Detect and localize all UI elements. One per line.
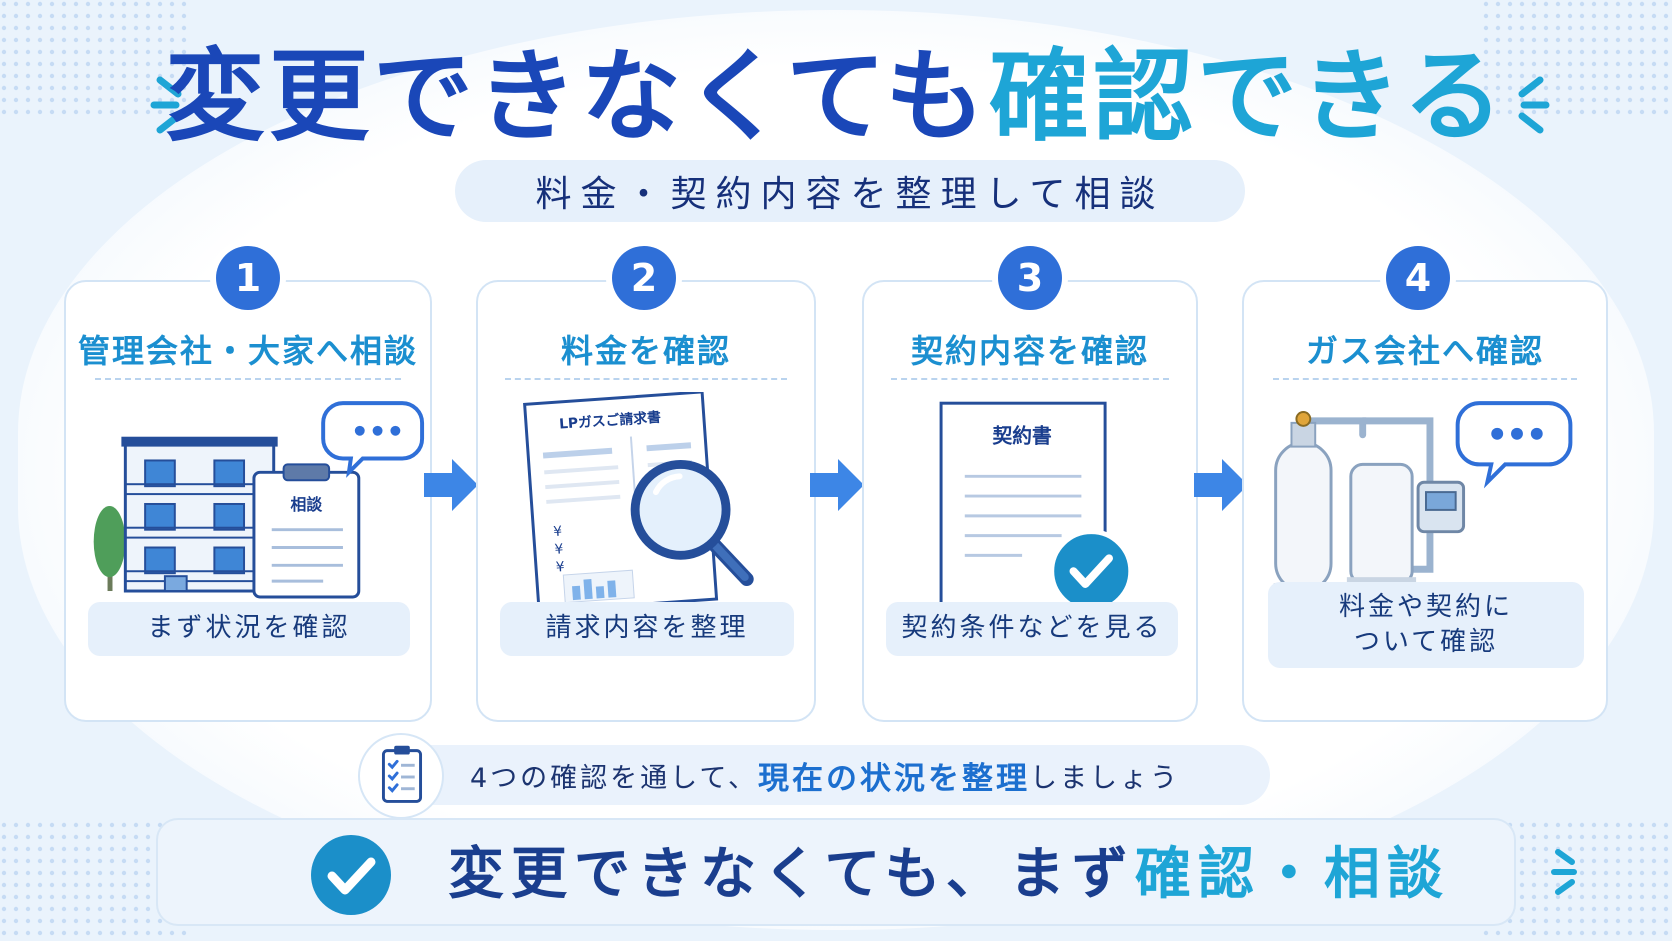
note-icon-circle: [358, 733, 444, 819]
step-title: ガス会社へ確認: [1305, 332, 1544, 370]
subtitle-pill: 料金・契約内容を整理して相談: [455, 160, 1245, 222]
divider: [95, 378, 401, 380]
gas-meter-icon: [1416, 480, 1466, 534]
bottom-summary-bar: 変更できなくても、まず確認・相談: [156, 818, 1577, 926]
bottom-text-highlight: 確認・相談: [1134, 842, 1450, 907]
step-badge-4: 4: [1386, 246, 1450, 310]
arrow-right-icon: [1194, 459, 1248, 511]
title-highlight: 確認できる: [989, 38, 1507, 155]
magnifier-icon: [630, 460, 754, 586]
step-badge-2: 2: [612, 246, 676, 310]
step-badge-3: 3: [998, 246, 1062, 310]
arrow-right-icon: [810, 459, 864, 511]
yen-mark: ¥: [553, 523, 563, 540]
bottom-message: 変更できなくても、まず確認・相談: [448, 840, 1450, 910]
dot-pattern-decoration: [1482, 0, 1672, 120]
note-bar: 4つの確認を通して、現在の状況を整理しましょう: [365, 745, 1270, 805]
step-label: 料金や契約に ついて確認: [1268, 582, 1584, 668]
gas-tank-icon: [1273, 401, 1573, 593]
divider: [890, 378, 1170, 380]
title-main: 変更できなくても: [165, 38, 989, 155]
step-label-line: ついて確認: [1353, 627, 1499, 657]
sparkle-icon: [1518, 76, 1550, 134]
sparkle-icon: [150, 76, 182, 134]
arrow-right-icon: [424, 459, 478, 511]
check-circle-icon: [311, 835, 391, 915]
speech-bubble-icon: [321, 401, 425, 478]
step-card-4: ガス会社へ確認 料金や契約に ついて確認: [1242, 280, 1608, 722]
step-label: 請求内容を整理: [500, 602, 794, 656]
step-label: まず状況を確認: [88, 602, 410, 656]
step-title: 管理会社・大家へ相談: [77, 332, 418, 370]
invoice-icon: LPガスご請求書 ¥ ¥ ¥: [523, 392, 754, 612]
contract-title: 契約書: [991, 425, 1052, 448]
clipboard-text: 相談: [291, 495, 323, 514]
step-title: 契約内容を確認: [910, 332, 1149, 370]
yen-mark: ¥: [555, 559, 565, 576]
step-title: 料金を確認: [560, 332, 731, 370]
step-badge-1: 1: [216, 246, 280, 310]
yen-mark: ¥: [554, 541, 564, 558]
dot-pattern-decoration: [0, 0, 190, 120]
sparkle-icon: [1551, 849, 1577, 895]
divider: [1272, 378, 1578, 380]
step-card-1: 管理会社・大家へ相談 相談 まず状況を確認: [64, 280, 432, 722]
bottom-text-main: 変更できなくても、まず: [448, 842, 1135, 907]
contract-icon: 契約書: [939, 401, 1134, 612]
checklist-icon: [381, 745, 423, 803]
note-text: しましょう: [1030, 762, 1181, 794]
check-badge-icon: [1049, 529, 1134, 612]
step-card-3: 契約内容を確認 契約書 契約条件などを見る: [862, 280, 1198, 722]
page-title: 変更できなくても確認できる: [0, 42, 1672, 152]
speech-bubble-icon: [1455, 401, 1573, 489]
step-label-line: 料金や契約に: [1338, 591, 1513, 622]
note-highlight: 現在の状況を整理: [758, 760, 1031, 797]
building-icon: 相談: [93, 401, 425, 599]
step-card-2: 料金を確認 LPガスご請求書 ¥ ¥ ¥ 請求内容を整理: [476, 280, 816, 722]
note-text: 4つの確認を通して、: [470, 762, 759, 794]
step-label: 契約条件などを見る: [886, 602, 1178, 656]
divider: [504, 378, 788, 380]
